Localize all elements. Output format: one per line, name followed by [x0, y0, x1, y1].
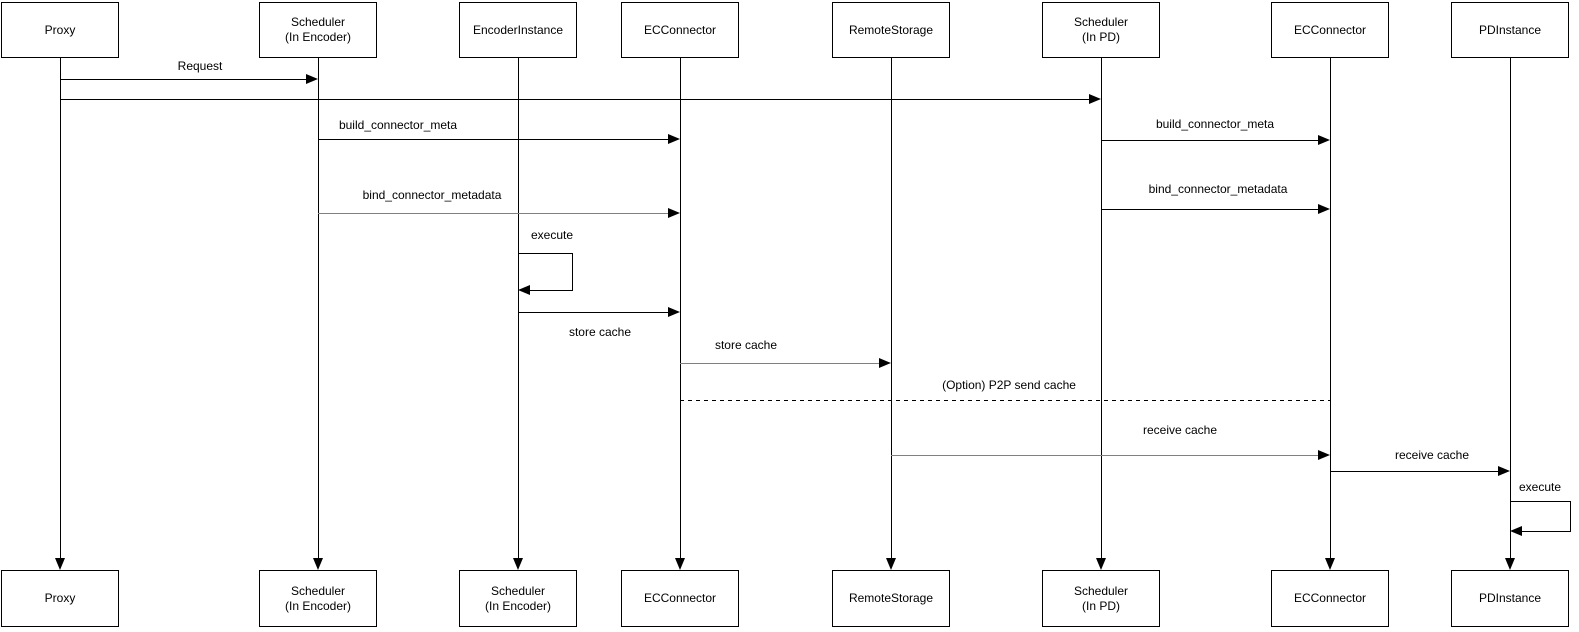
message-label-bind-connector-metadata-encoder: bind_connector_metadata: [362, 188, 502, 202]
message-label-execute-encoder: execute: [530, 228, 574, 242]
actor-box-top-ec-connector-pd: ECConnector: [1271, 2, 1389, 58]
self-loop-execute-encoder-arrowhead-icon: [518, 285, 530, 295]
actor-box-top-ec-connector-encoder: ECConnector: [621, 2, 739, 58]
self-loop-execute-encoder-bottom: [530, 290, 572, 291]
lifeline-scheduler-pd: [1101, 58, 1102, 558]
message-arrowhead-store-cache-remote-icon: [879, 358, 891, 368]
lifeline-arrowhead-remote-storage-icon: [886, 558, 896, 570]
message-line-receive-cache-pd: [1330, 471, 1499, 472]
lifeline-arrowhead-proxy-icon: [55, 558, 65, 570]
actor-box-bottom-ec-connector-pd: ECConnector: [1271, 570, 1389, 627]
message-arrowhead-bind-connector-metadata-pd-icon: [1318, 204, 1330, 214]
message-arrowhead-receive-cache-pd-icon: [1498, 466, 1510, 476]
actor-box-top-encoder-instance: EncoderInstance: [459, 2, 577, 58]
actor-box-top-scheduler-pd: Scheduler (In PD): [1042, 2, 1160, 58]
self-loop-execute-encoder-top: [518, 253, 572, 254]
lifeline-scheduler-encoder: [318, 58, 319, 558]
lifeline-encoder-instance: [518, 58, 519, 558]
message-arrowhead-store-cache-encoder-icon: [668, 307, 680, 317]
self-loop-execute-pd-top: [1510, 501, 1570, 502]
message-line-store-cache-encoder: [518, 312, 669, 313]
lifeline-arrowhead-encoder-instance-icon: [513, 558, 523, 570]
message-line-bind-connector-metadata-encoder: [318, 213, 669, 214]
actor-box-bottom-scheduler-pd: Scheduler (In PD): [1042, 570, 1160, 627]
message-arrowhead-build-connector-meta-encoder-icon: [668, 134, 680, 144]
message-label-bind-connector-metadata-pd: bind_connector_metadata: [1148, 182, 1288, 196]
actor-box-top-remote-storage: RemoteStorage: [832, 2, 950, 58]
lifeline-arrowhead-scheduler-encoder-icon: [313, 558, 323, 570]
self-loop-execute-pd-arrowhead-icon: [1510, 526, 1522, 536]
message-label-receive-cache-remote: receive cache: [1142, 423, 1218, 437]
lifeline-ec-connector-pd: [1330, 58, 1331, 558]
actor-box-bottom-scheduler-encoder-2: Scheduler (In Encoder): [459, 570, 577, 627]
message-arrowhead-build-connector-meta-pd-icon: [1318, 135, 1330, 145]
message-label-store-cache-encoder: store cache: [568, 325, 632, 339]
lifeline-ec-connector-encoder: [680, 58, 681, 558]
message-line-receive-cache-remote: [891, 455, 1319, 456]
message-line-store-cache-remote: [680, 363, 880, 364]
lifeline-arrowhead-ec-connector-encoder-icon: [675, 558, 685, 570]
lifeline-remote-storage: [891, 58, 892, 558]
message-label-execute-pd: execute: [1518, 480, 1562, 494]
lifeline-proxy: [60, 58, 61, 558]
message-arrowhead-request-icon: [306, 74, 318, 84]
message-line-p2p-send-cache: [680, 400, 1330, 401]
message-arrowhead-proxy-to-scheduler-pd-icon: [1089, 94, 1101, 104]
actor-box-bottom-proxy: Proxy: [1, 570, 119, 627]
actor-box-bottom-remote-storage: RemoteStorage: [832, 570, 950, 627]
message-label-request: Request: [177, 59, 223, 73]
message-arrowhead-receive-cache-remote-icon: [1318, 450, 1330, 460]
message-line-proxy-to-scheduler-pd: [60, 99, 1090, 100]
message-line-bind-connector-metadata-pd: [1101, 209, 1319, 210]
actor-box-bottom-scheduler-encoder: Scheduler (In Encoder): [259, 570, 377, 627]
message-line-build-connector-meta-encoder: [318, 139, 669, 140]
lifeline-arrowhead-ec-connector-pd-icon: [1325, 558, 1335, 570]
self-loop-execute-pd-bottom: [1522, 531, 1570, 532]
message-label-store-cache-remote: store cache: [714, 338, 778, 352]
lifeline-arrowhead-scheduler-pd-icon: [1096, 558, 1106, 570]
actor-box-bottom-ec-connector-encoder: ECConnector: [621, 570, 739, 627]
message-line-request: [60, 79, 307, 80]
message-label-p2p-send-cache: (Option) P2P send cache: [942, 378, 1076, 392]
message-arrowhead-bind-connector-metadata-encoder-icon: [668, 208, 680, 218]
self-loop-execute-encoder-right: [572, 253, 573, 291]
message-label-build-connector-meta-encoder: build_connector_meta: [338, 118, 458, 132]
actor-box-bottom-pd-instance: PDInstance: [1451, 570, 1569, 627]
self-loop-execute-pd-right: [1570, 501, 1571, 532]
actor-box-top-proxy: Proxy: [1, 2, 119, 58]
lifeline-pd-instance: [1510, 58, 1511, 558]
lifeline-arrowhead-pd-instance-icon: [1505, 558, 1515, 570]
message-label-build-connector-meta-pd: build_connector_meta: [1155, 117, 1275, 131]
message-label-receive-cache-pd: receive cache: [1394, 448, 1470, 462]
actor-box-top-pd-instance: PDInstance: [1451, 2, 1569, 58]
actor-box-top-scheduler-encoder: Scheduler (In Encoder): [259, 2, 377, 58]
message-line-build-connector-meta-pd: [1101, 140, 1319, 141]
